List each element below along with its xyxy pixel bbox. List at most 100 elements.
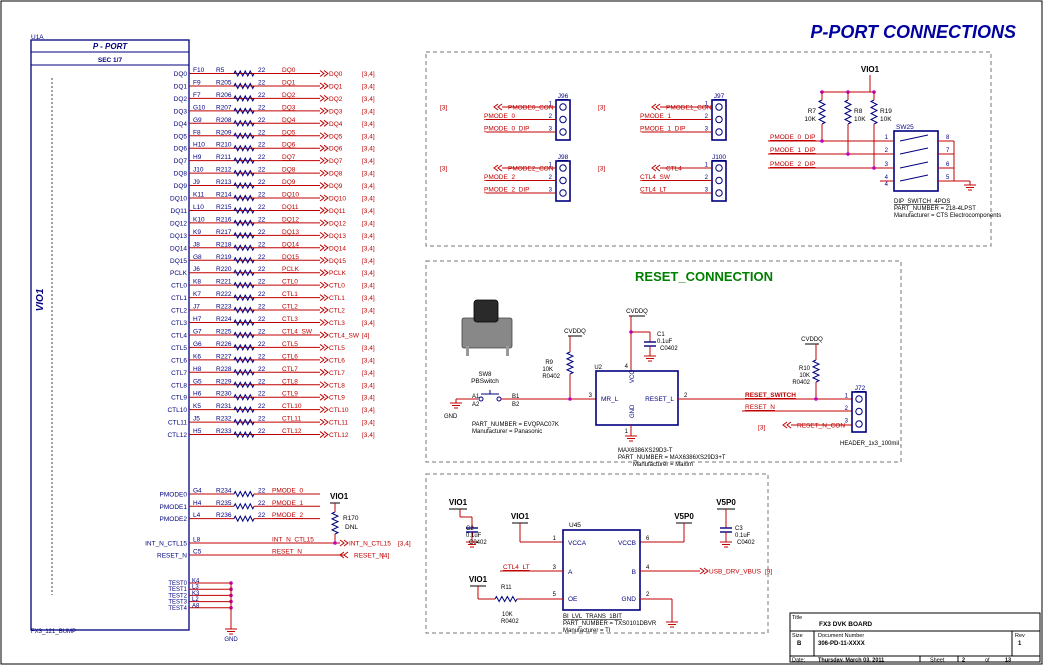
pin-number: 2 — [705, 114, 709, 120]
ball-number: L8 — [193, 537, 201, 544]
connector-port-arrow — [493, 103, 499, 111]
page-refs: [3,4] — [362, 295, 375, 302]
sheet-label: Sheet — [930, 658, 945, 664]
ball-number: F7 — [193, 92, 201, 99]
net-label: CTL2 — [282, 304, 298, 311]
net-label: CTL11 — [282, 416, 301, 423]
net-label: PMODE_0_DIP — [770, 134, 816, 141]
r10-symbol — [811, 359, 821, 383]
u1-name: P - PORT — [93, 42, 128, 51]
pin-number: 4 — [646, 565, 650, 571]
net-label: CTL9 — [282, 391, 298, 398]
resistor-value: 22 — [258, 428, 266, 435]
page-refs: [9] — [765, 569, 772, 576]
series-resistor — [233, 231, 255, 239]
offpage-port: CTL4_SW — [329, 332, 360, 339]
dip-contact — [899, 161, 929, 169]
u45-manufacturer: Manufacturer = TI — [563, 628, 611, 634]
pin-number: 2 — [549, 175, 553, 181]
pin-name: CTL12 — [167, 432, 187, 439]
header-ref: J72 — [855, 385, 866, 392]
sheet-title: P-PORT CONNECTIONS — [810, 22, 1016, 42]
group-box-level-shifter — [425, 473, 769, 634]
resistor-ref: R206 — [216, 92, 232, 99]
junction — [568, 397, 572, 401]
resistor-value: 22 — [258, 341, 266, 348]
resistor-value: 10K — [854, 116, 866, 123]
offpage-port-arrow — [319, 157, 325, 165]
resistor-package: R0402 — [792, 380, 810, 386]
ball-number: J7 — [193, 304, 200, 311]
cap-ref: C1 — [657, 332, 665, 338]
resistor-value: 22 — [258, 353, 266, 360]
offpage-port: CTL1 — [329, 295, 345, 302]
switch-pin: A2 — [472, 402, 480, 408]
resistor-ref: R221 — [216, 279, 232, 286]
ball-number: H7 — [193, 316, 202, 323]
page-refs: [3,4] — [362, 432, 375, 439]
ball-number: H4 — [193, 500, 202, 507]
cap-value: 0.1uF — [657, 339, 673, 345]
page-refs: [3,4] — [362, 171, 375, 178]
ball-number: H10 — [193, 142, 205, 149]
resistor-value: 22 — [258, 366, 266, 373]
cap-value: 0.1uF — [466, 533, 482, 539]
header-pin — [559, 164, 567, 172]
offpage-port-arrow — [319, 132, 325, 140]
series-resistor — [233, 69, 255, 78]
page-refs: [3] — [598, 166, 605, 173]
net-label: PMODE_2_DIP — [484, 187, 530, 194]
series-resistor — [233, 343, 255, 352]
offpage-port-arrow — [319, 244, 325, 252]
net-label: CTL10 — [282, 403, 302, 410]
resistor-ref: R219 — [216, 254, 232, 261]
resistor-ref: R19 — [880, 108, 892, 115]
title-block — [789, 612, 1041, 663]
offpage-port-arrow — [323, 368, 329, 376]
ball-number: H5 — [193, 428, 202, 435]
offpage-port-arrow — [319, 82, 325, 90]
resistor-value: 22 — [258, 142, 266, 149]
resistor-ref: R227 — [216, 353, 232, 360]
offpage-port-arrow — [323, 343, 329, 351]
page-refs: [3,4] — [362, 108, 375, 115]
offpage-port-arrow — [323, 256, 329, 264]
connector-port: PMODE0_CON — [508, 105, 554, 112]
offpage-port-arrow — [343, 551, 349, 559]
rev-label: Rev — [1015, 633, 1025, 639]
pin-name: CTL5 — [171, 345, 187, 352]
ball-number: K7 — [193, 291, 201, 298]
dip-contact — [899, 174, 929, 182]
offpage-port-arrow — [323, 194, 329, 202]
resistor-ref: R207 — [216, 104, 232, 111]
pin-name: DQ0 — [174, 71, 188, 78]
ground-label: GND — [224, 637, 238, 643]
offpage-port-arrow — [323, 381, 329, 389]
series-resistor — [233, 157, 255, 165]
offpage-port-arrow — [339, 539, 345, 547]
ball-number: H6 — [193, 391, 202, 398]
series-resistor — [233, 256, 255, 264]
pin-name: DQ3 — [174, 108, 188, 115]
page-refs: [3] — [758, 425, 765, 432]
pin-name: PCLK — [170, 270, 188, 277]
resistor-ref: R212 — [216, 167, 232, 174]
offpage-port-arrow — [319, 231, 325, 239]
net-label: PMODE_0 — [272, 488, 303, 495]
offpage-port-arrow — [339, 551, 345, 559]
pin-name: CTL11 — [168, 420, 187, 427]
page-refs: [4] — [382, 553, 389, 560]
resistor-value: 22 — [258, 378, 266, 385]
offpage-port: DQ8 — [329, 171, 343, 178]
r170-value: DNL — [345, 524, 358, 531]
cap-value: 0.1uF — [735, 533, 751, 539]
pushbutton-leg-icon — [466, 346, 469, 356]
rail-label: VIO1 — [511, 512, 530, 521]
ground-label: GND — [444, 414, 458, 420]
series-resistor — [233, 393, 255, 401]
ball-number: F9 — [193, 79, 201, 86]
pin-name: CTL6 — [171, 357, 187, 364]
net-label: DQ2 — [282, 92, 296, 99]
pullup-resistor — [869, 99, 879, 125]
pin-name: DQ6 — [174, 146, 188, 153]
